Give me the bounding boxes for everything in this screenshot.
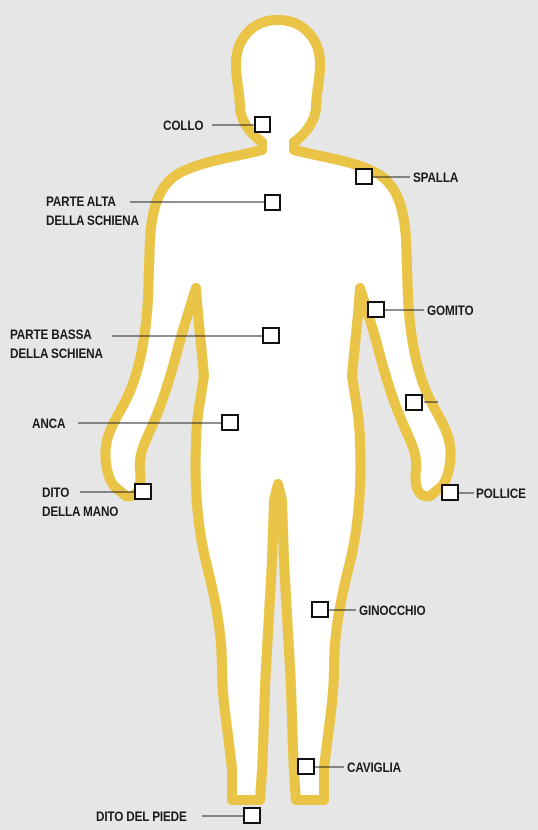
label-lower-back: PARTE BASSA DELLA SCHIENA [10,325,103,363]
label-toe-text: DITO DEL PIEDE [96,808,187,824]
label-elbow-text: GOMITO [427,302,474,318]
label-shoulder: SPALLA [413,168,458,187]
label-finger-line1: DITO [42,484,70,500]
label-ankle: CAVIGLIA [347,758,401,777]
marker-ankle[interactable] [297,758,315,775]
marker-finger[interactable] [134,483,152,500]
label-upper-back-line2: DELLA SCHIENA [46,212,139,228]
marker-shoulder[interactable] [355,168,373,185]
label-finger-line2: DELLA MANO [42,503,119,519]
marker-elbow[interactable] [367,301,385,318]
leader-lines [78,124,474,817]
label-knee: GINOCCHIO [359,601,426,620]
label-upper-back-line1: PARTE ALTA [46,193,116,209]
label-neck-text: COLLO [163,117,204,133]
marker-lower-back[interactable] [262,327,280,344]
label-elbow: GOMITO [427,301,474,320]
marker-hip[interactable] [221,414,239,431]
label-upper-back: PARTE ALTA DELLA SCHIENA [46,192,139,230]
label-hip: ANCA [32,414,65,433]
marker-toe[interactable] [243,807,261,824]
marker-wrist[interactable] [405,394,423,411]
label-neck: COLLO [163,116,203,135]
marker-knee[interactable] [311,601,329,618]
label-finger: DITO DELLA MANO [42,483,118,521]
markers [134,116,459,824]
marker-upper-back[interactable] [264,194,281,211]
label-hip-text: ANCA [32,415,66,431]
label-shoulder-text: SPALLA [413,169,459,185]
label-lower-back-line1: PARTE BASSA [10,326,92,342]
marker-neck[interactable] [254,116,271,133]
label-knee-text: GINOCCHIO [359,602,426,618]
marker-thumb[interactable] [441,484,459,501]
label-lower-back-line2: DELLA SCHIENA [10,345,103,361]
label-thumb: POLLICE [476,484,526,503]
label-thumb-text: POLLICE [476,485,526,501]
label-toe: DITO DEL PIEDE [96,807,187,826]
label-ankle-text: CAVIGLIA [347,759,401,775]
